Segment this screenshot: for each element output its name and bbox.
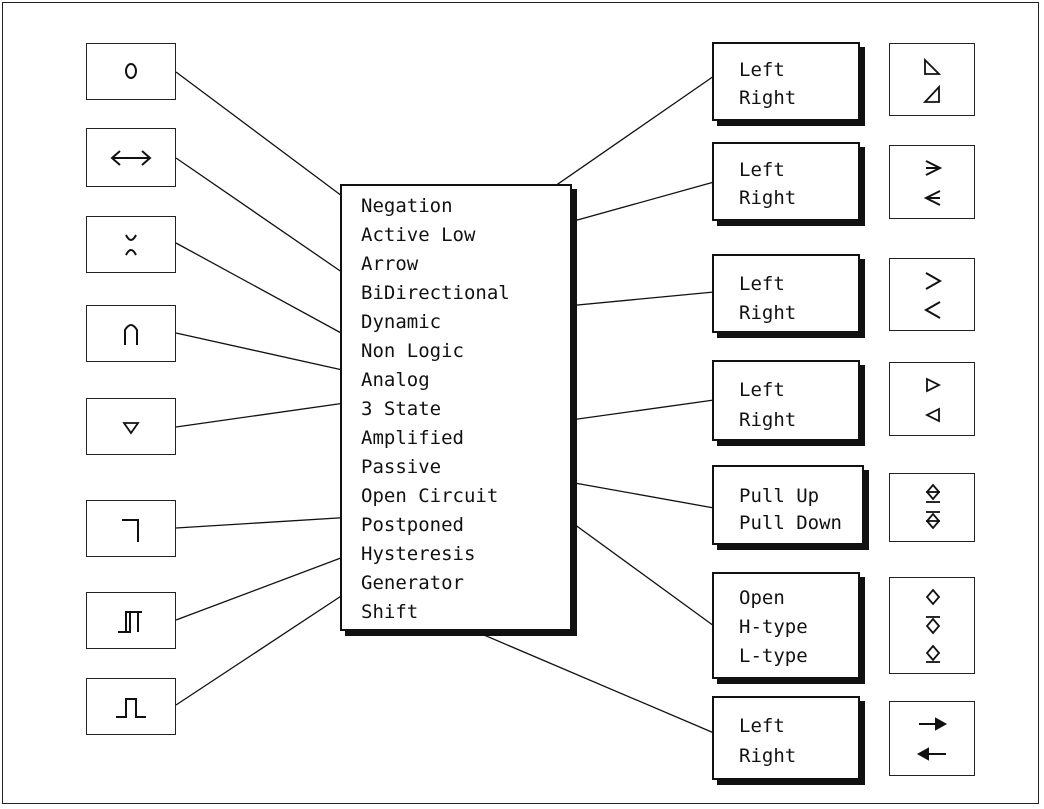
non-logic-symbol-box[interactable]	[86, 216, 176, 273]
active-low-right-triangle-icon[interactable]	[889, 48, 975, 84]
shift-options-panel: Left Right	[712, 696, 860, 780]
option-h-type[interactable]: H-type	[739, 616, 808, 638]
option-pull-up[interactable]: Pull Up	[739, 485, 820, 507]
dynamic-right-chevron-icon[interactable]	[889, 263, 975, 299]
option-right[interactable]: Right	[739, 745, 797, 767]
arrow-symbols-box	[889, 145, 975, 219]
option-l-type[interactable]: L-type	[739, 645, 808, 667]
dynamic-symbols-box	[889, 258, 975, 331]
three-state-triangle-icon	[122, 422, 140, 435]
amplified-right-triangle-icon[interactable]	[889, 367, 975, 403]
shift-symbols-box	[889, 701, 975, 776]
option-pull-down[interactable]: Pull Down	[739, 512, 842, 534]
menu-item-bidirectional[interactable]: BiDirectional	[361, 282, 510, 304]
menu-item-passive[interactable]: Passive	[361, 456, 442, 478]
connector-generator	[175, 576, 371, 706]
bidirectional-symbol-box[interactable]	[86, 128, 176, 187]
bidirectional-diamond-arrow-icon	[110, 150, 152, 166]
menu-item-generator[interactable]: Generator	[361, 572, 464, 594]
connector-postponed	[175, 515, 371, 529]
active-low-left-triangle-icon[interactable]	[889, 78, 975, 114]
l-type-diamond-icon[interactable]	[889, 640, 975, 670]
option-right[interactable]: Right	[739, 302, 797, 324]
negation-circle-icon	[125, 63, 137, 79]
non-logic-x-icon	[125, 234, 137, 256]
menu-item-hysteresis[interactable]: Hysteresis	[361, 543, 476, 565]
shift-left-arrow-icon[interactable]	[889, 737, 975, 773]
open-diamond-icon[interactable]	[889, 583, 975, 613]
connector-bidirectional	[175, 157, 366, 289]
amplified-left-triangle-icon[interactable]	[889, 398, 975, 434]
qualifier-menu: Negation Active Low Arrow BiDirectional …	[340, 184, 572, 631]
generator-pulse-icon	[116, 698, 146, 718]
menu-item-negation[interactable]: Negation	[361, 195, 453, 217]
three-state-symbol-box[interactable]	[86, 398, 176, 455]
active-low-options-panel: Left Right	[712, 42, 860, 121]
generator-symbol-box[interactable]	[86, 678, 176, 735]
menu-item-non-logic[interactable]: Non Logic	[361, 340, 464, 362]
option-right[interactable]: Right	[739, 409, 797, 431]
active-low-symbols-box	[889, 43, 975, 116]
option-left[interactable]: Left	[739, 715, 785, 737]
option-right[interactable]: Right	[739, 87, 797, 109]
analog-arch-icon	[124, 324, 138, 345]
pull-down-diamond-icon[interactable]	[889, 506, 975, 540]
menu-item-dynamic[interactable]: Dynamic	[361, 311, 442, 333]
option-left[interactable]: Left	[739, 159, 785, 181]
connector-analog	[175, 332, 366, 376]
negation-symbol-box[interactable]	[86, 43, 176, 100]
connector-negation	[175, 71, 351, 203]
analog-symbol-box[interactable]	[86, 305, 176, 362]
option-left[interactable]: Left	[739, 273, 785, 295]
postponed-corner-icon	[122, 519, 139, 542]
menu-item-postponed[interactable]: Postponed	[361, 514, 464, 536]
arrow-left-icon[interactable]	[889, 181, 975, 217]
pull-up-diamond-icon[interactable]	[889, 477, 975, 511]
dynamic-left-chevron-icon[interactable]	[889, 293, 975, 329]
menu-item-analog[interactable]: Analog	[361, 369, 430, 391]
option-left[interactable]: Left	[739, 379, 785, 401]
menu-item-open-circuit[interactable]: Open Circuit	[361, 485, 499, 507]
amplified-options-panel: Left Right	[712, 360, 860, 441]
menu-item-3-state[interactable]: 3 State	[361, 398, 442, 420]
option-right[interactable]: Right	[739, 187, 797, 209]
menu-item-amplified[interactable]: Amplified	[361, 427, 464, 449]
menu-item-shift[interactable]: Shift	[361, 601, 419, 623]
connector-hysteresis	[175, 546, 371, 621]
connector-3-state	[175, 401, 353, 428]
amplified-symbols-box	[889, 362, 975, 436]
passive-symbols-box	[889, 473, 975, 542]
h-type-diamond-icon[interactable]	[889, 612, 975, 642]
menu-item-active-low[interactable]: Active Low	[361, 224, 476, 246]
hysteresis-loop-icon	[118, 611, 142, 633]
passive-options-panel: Pull Up Pull Down	[712, 465, 864, 545]
dynamic-options-panel: Left Right	[712, 254, 860, 333]
option-left[interactable]: Left	[739, 59, 785, 81]
connector-non-logic	[175, 242, 366, 347]
arrow-options-panel: Left Right	[712, 142, 860, 221]
postponed-symbol-box[interactable]	[86, 500, 176, 557]
menu-item-arrow[interactable]: Arrow	[361, 253, 419, 275]
open-circuit-symbols-box	[889, 577, 975, 674]
option-open[interactable]: Open	[739, 587, 785, 609]
open-circuit-options-panel: Open H-type L-type	[712, 572, 860, 679]
shift-right-arrow-icon[interactable]	[889, 707, 975, 743]
connector-shift	[436, 614, 715, 734]
hysteresis-symbol-box[interactable]	[86, 592, 176, 649]
arrow-right-icon[interactable]	[889, 150, 975, 186]
